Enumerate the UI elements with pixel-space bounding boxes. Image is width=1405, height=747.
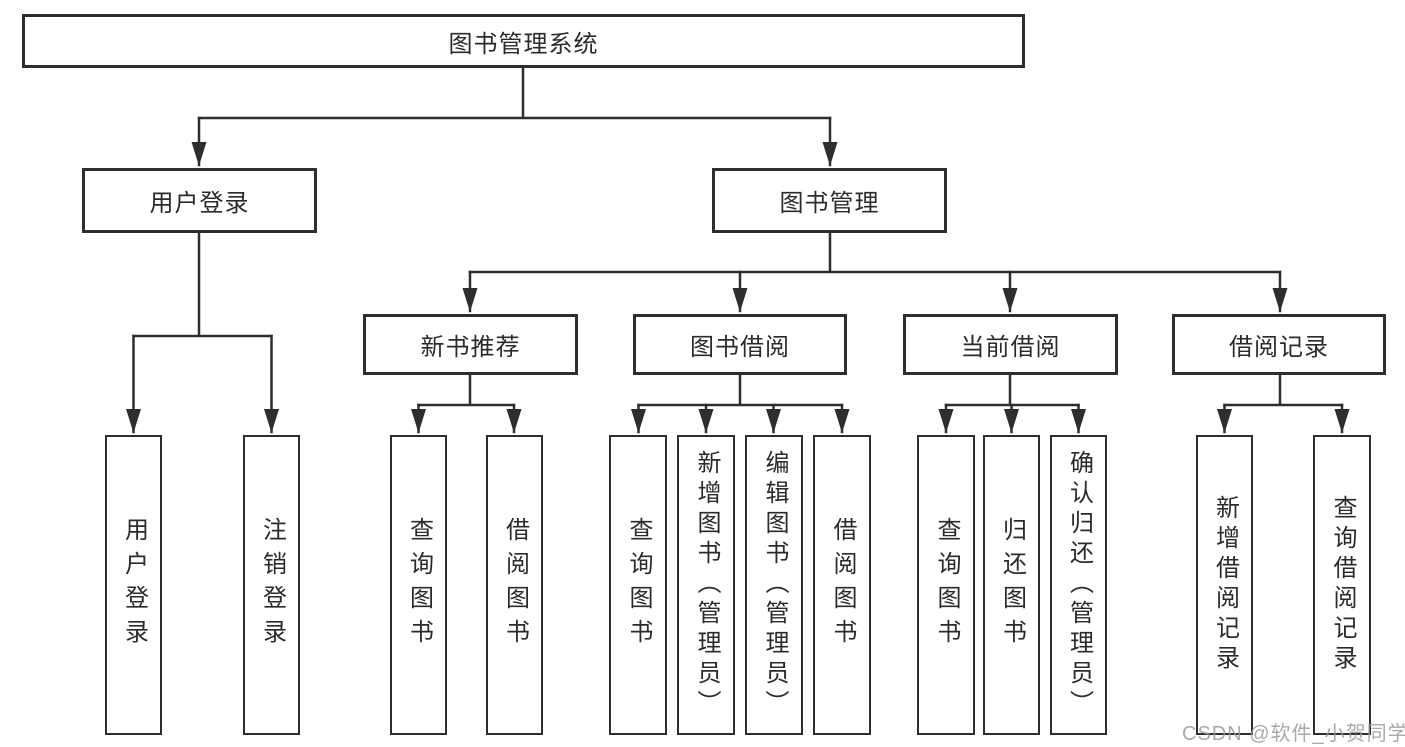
leaf-label: 查询图书 — [933, 517, 960, 653]
leaf-query-book-2: 查询图书 — [609, 435, 667, 735]
leaf-label: 确认归还（管理员） — [1065, 450, 1093, 720]
node-label: 图书管理系统 — [448, 30, 599, 58]
leaf-label: 借阅图书 — [501, 517, 529, 653]
leaf-borrow-book-1: 借阅图书 — [486, 435, 543, 735]
leaf-borrow-book-2: 借阅图书 — [813, 435, 871, 735]
leaf-query-book-1: 查询图书 — [390, 435, 447, 735]
leaf-label: 归还图书 — [998, 517, 1026, 653]
node-label: 用户登录 — [149, 190, 250, 217]
leaf-user-login: 用户登录 — [105, 435, 162, 735]
node-label: 借阅记录 — [1229, 334, 1329, 361]
leaf-query-book-3: 查询图书 — [917, 435, 975, 735]
node-book-management: 图书管理 — [712, 168, 947, 233]
csdn-watermark: CSDN @软件_小贺同学 — [1182, 723, 1405, 745]
leaf-label: 新增借阅记录 — [1211, 495, 1239, 675]
leaf-return-book: 归还图书 — [983, 435, 1040, 735]
leaf-query-borrow-record: 查询借阅记录 — [1313, 435, 1371, 735]
leaf-confirm-return-admin: 确认归还（管理员） — [1050, 435, 1107, 735]
leaf-label: 查询图书 — [625, 517, 652, 653]
node-label: 图书借阅 — [690, 334, 790, 361]
leaf-label: 新增图书（管理员） — [693, 450, 720, 720]
leaf-edit-book-admin: 编辑图书（管理员） — [745, 435, 803, 735]
leaf-label: 借阅图书 — [829, 517, 856, 653]
leaf-add-borrow-record: 新增借阅记录 — [1196, 435, 1253, 735]
node-label: 图书管理 — [779, 190, 880, 217]
leaf-label: 查询图书 — [405, 517, 433, 653]
leaf-add-book-admin: 新增图书（管理员） — [677, 435, 735, 735]
node-current-borrow: 当前借阅 — [903, 314, 1118, 375]
node-borrow-record: 借阅记录 — [1172, 314, 1386, 375]
leaf-label: 用户登录 — [120, 517, 148, 653]
node-root-system: 图书管理系统 — [22, 14, 1025, 68]
leaf-logout: 注销登录 — [243, 435, 300, 735]
node-user-login: 用户登录 — [82, 168, 317, 233]
node-label: 当前借阅 — [960, 334, 1061, 361]
leaf-label: 编辑图书（管理员） — [761, 450, 788, 720]
leaf-label: 查询借阅记录 — [1329, 495, 1356, 675]
node-new-book-recommend: 新书推荐 — [363, 314, 578, 375]
node-book-borrow: 图书借阅 — [633, 314, 847, 375]
node-label: 新书推荐 — [420, 334, 521, 361]
leaf-label: 注销登录 — [258, 517, 286, 653]
